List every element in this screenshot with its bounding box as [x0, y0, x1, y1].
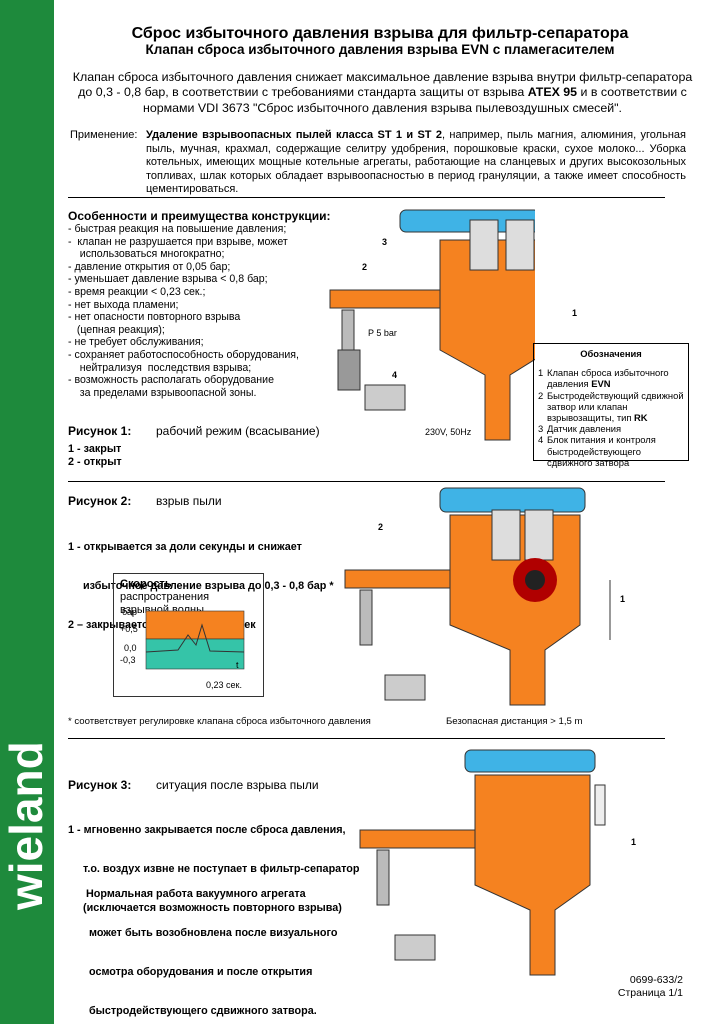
- features-heading: Особенности и преимущества конструкции:: [68, 209, 331, 223]
- feature-item: - уменьшает давление взрыва < 0,8 бар;: [68, 273, 268, 286]
- page-title: Сброс избыточного давления взрыва для фи…: [131, 25, 629, 42]
- legend-item-text: Быстродействующий сдвижной затвор или кл…: [547, 390, 684, 424]
- divider: [68, 197, 665, 198]
- application-text: Удаление взрывоопасных пылей класса ST 1…: [146, 129, 686, 196]
- fig3-item: (исключается возможность повторного взры…: [68, 902, 342, 914]
- fig1-item: 1 - закрыт: [68, 443, 122, 455]
- legend-item-label: Быстродействующий сдвижной затвор или кл…: [547, 389, 684, 424]
- wave-box: Скорость распространения взрывной волны: [113, 573, 264, 697]
- divider: [68, 738, 665, 739]
- fig2-item: избыточное давление взрыва до 0,3 - 0,8 …: [68, 580, 334, 592]
- fig3-note-line: быстродействующего сдвижного затвора.: [86, 1005, 317, 1017]
- fig3-item: т.о. воздух извне не поступает в фильтр-…: [68, 863, 360, 875]
- feature-item: - возможность располагать оборудование: [68, 374, 274, 387]
- footer: 0699-633/2 Страница 1/1: [618, 974, 683, 1000]
- page-number: Страница 1/1: [617, 987, 683, 999]
- fig1-heading: Рисунок 1:рабочий режим (всасывание): [68, 424, 320, 438]
- fig1-callout-4: 4: [392, 370, 397, 380]
- wave-y-tick: +0,5: [120, 624, 138, 634]
- fig1-callout-3: 3: [382, 237, 387, 247]
- page-subtitle: Клапан сброса избыточного давления взрыв…: [145, 42, 615, 57]
- feature-item: - сохраняет работоспособность оборудован…: [68, 348, 299, 361]
- feature-item: - давление открытия от 0,05 бар;: [68, 260, 231, 273]
- feature-item: - нет опасности повторного взрыва: [68, 311, 241, 324]
- legend-item-number: 3: [538, 423, 544, 435]
- fig3-callout-1: 1: [631, 837, 636, 847]
- feature-item: - время реакции < 0,23 сек.;: [68, 285, 206, 298]
- fig1-power-label: 230V, 50Hz: [425, 427, 472, 437]
- legend-item-number: 4: [538, 434, 544, 446]
- legend-item-label: Клапан сброса избыточного давления: [547, 367, 669, 390]
- wave-box-title: Скорость распространения: [120, 578, 210, 603]
- wave-y-tick: -0,3: [120, 655, 136, 665]
- wave-y-unit: бар: [122, 607, 137, 617]
- fig1-callout-2: 2: [362, 262, 367, 272]
- legend-item-code: EVN: [591, 378, 611, 390]
- fig2-items: 1 - открывается за доли секунды и снижае…: [68, 515, 334, 645]
- fig3-note-line: Нормальная работа вакуумного агрегата: [86, 888, 306, 900]
- legend-item-text: Клапан сброса избыточного давления EVN: [547, 367, 684, 389]
- feature-item: использоваться многократно;: [68, 248, 225, 261]
- fig1-items: 1 - закрыт 2 - открыт: [68, 443, 122, 469]
- doc-number: 0699-633/2: [629, 974, 683, 986]
- wave-graph: бар +0,5 0,0 -0,3 t 0,23 сек.: [120, 607, 245, 690]
- feature-item: - нет выхода пламени;: [68, 298, 179, 311]
- legend-title: Обозначения: [580, 348, 642, 359]
- fig1-diagram: 3 2 4 P 5 bar 230V, 50Hz: [329, 209, 535, 441]
- fig3-items: 1 - мгновенно закрывается после сброса д…: [68, 798, 360, 928]
- legend-item-text: Датчик давления: [547, 423, 621, 434]
- fig2-callout-2: 2: [378, 522, 383, 532]
- legend-item-text: Блок питания и контроля быстродействующе…: [547, 434, 684, 468]
- legend-item-code: RK: [634, 412, 648, 424]
- fig3-item: 1 - мгновенно закрывается после сброса д…: [68, 824, 346, 836]
- svg-text:wieland: wieland: [2, 741, 52, 911]
- fig3-heading: Рисунок 3:ситуация после взрыва пыли: [68, 778, 319, 792]
- fig2-item: 1 - открывается за доли секунды и снижае…: [68, 541, 302, 553]
- fig2-diagram: 2 1: [344, 487, 625, 706]
- feature-item: за пределами взрывоопасной зоны.: [68, 386, 257, 399]
- feature-item: - клапан не разрушается при взрыве, може…: [68, 235, 288, 248]
- features-list: - быстрая реакция на повышение давления;…: [68, 223, 328, 399]
- wave-y-tick: 0,0: [124, 643, 137, 653]
- legend-item-number: 1: [538, 367, 544, 379]
- legend-item-number: 2: [538, 389, 544, 401]
- divider: [68, 481, 665, 482]
- application-label: Применение:: [70, 129, 138, 141]
- fig3-note-line: может быть возобновлена после визуальног…: [86, 927, 338, 939]
- wave-x-unit: t: [236, 660, 239, 670]
- feature-item: (цепная реакция);: [68, 323, 165, 336]
- fig1-callout-1: 1: [572, 308, 578, 318]
- intro-text: Клапан сброса избыточного давления снижа…: [72, 70, 693, 115]
- fig2-heading: Рисунок 2:взрыв пыли: [68, 494, 222, 508]
- wave-x-tick: 0,23 сек.: [206, 680, 242, 690]
- fig1-pressure-label: P 5 bar: [368, 328, 397, 338]
- feature-item: нейтрализуя последствия взрыва;: [68, 361, 252, 374]
- fig2-footnote: * соответствует регулировке клапана сбро…: [68, 716, 371, 727]
- feature-item: - не требует обслуживания;: [68, 336, 204, 349]
- brand-sidebar: wieland: [0, 0, 54, 1024]
- feature-item: - быстрая реакция на повышение давления;: [68, 223, 287, 235]
- fig3-note-line: осмотра оборудования и после открытия: [86, 966, 313, 978]
- fig2-callout-1: 1: [620, 594, 625, 604]
- legend-item-label: Блок питания и контроля быстродействующе…: [547, 434, 656, 468]
- fig1-item: 2 - открыт: [68, 456, 122, 468]
- safe-distance: Безопасная дистанция > 1,5 m: [446, 716, 583, 727]
- legend-item-label: Датчик давления: [547, 423, 622, 435]
- fig3-note: Нормальная работа вакуумного агрегата мо…: [86, 862, 337, 1031]
- wieland-logo: wieland: [2, 741, 52, 911]
- fig3-diagram: 1: [359, 749, 636, 976]
